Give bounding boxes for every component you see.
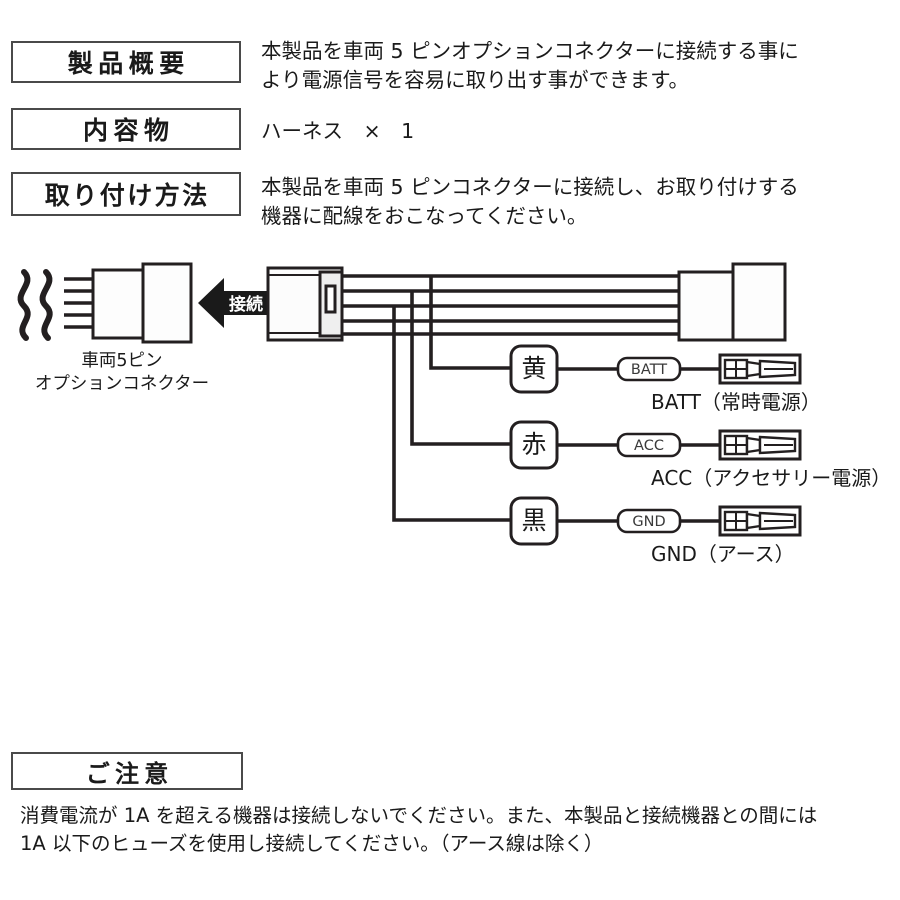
right-connector-housing-front — [731, 262, 787, 342]
terminal-taper — [745, 436, 762, 454]
harness-connector-latch — [324, 284, 337, 314]
terminal-caption-acc: ACC（アクセサリー電源） — [651, 466, 892, 490]
terminal-taper — [745, 360, 762, 378]
branch-row-acc: 赤 ACC — [509, 420, 802, 470]
terminal-connector-gnd — [718, 505, 802, 537]
harness-trunk-wires — [341, 274, 688, 336]
terminal-taper — [745, 512, 762, 530]
terminal-caption-batt: BATT（常時電源） — [651, 390, 821, 414]
section-heading-caution: ご注意 — [11, 752, 243, 790]
terminal-connector-acc — [718, 429, 802, 461]
branch-wire-black — [392, 306, 511, 522]
wiring-diagram-svg: 接続 — [17, 262, 802, 546]
wire-tag-label-batt: BATT — [631, 362, 667, 378]
cable-strand-icon — [17, 269, 31, 341]
wire-color-label-yellow: 黄 — [521, 354, 546, 383]
wire-tag-label-gnd: GND — [632, 514, 665, 530]
connector-housing-front — [141, 262, 193, 344]
wire-color-label-black: 黒 — [521, 506, 546, 535]
section-body-product-overview: 本製品を車両 5 ピンオプションコネクターに接続する事に より電源信号を容易に取… — [261, 39, 799, 93]
branch-row-gnd: 黒 GND — [509, 496, 802, 546]
section-body-caution: 消費電流が 1A を超える機器は接続しないでください。また、本製品と接続機器との… — [20, 804, 818, 856]
vehicle-connector-caption: 車両5ピン オプションコネクター — [34, 351, 210, 395]
section-body-contents: ハーネス × 1 — [261, 119, 415, 143]
vehicle-connector-graphic — [17, 262, 193, 344]
section-heading-product-overview: 製品概要 — [11, 41, 241, 83]
harness-left-connector — [266, 266, 344, 342]
section-body-installation: 本製品を車両 5 ピンコネクターに接続し、お取り付けする 機器に配線をおこなって… — [261, 175, 799, 229]
right-connector-housing-rear — [677, 270, 737, 342]
cable-strand-icon — [39, 269, 53, 341]
branch-wire-red — [410, 291, 511, 446]
connect-arrow: 接続 — [198, 278, 268, 328]
branch-wires — [392, 276, 511, 522]
section-heading-installation: 取り付け方法 — [11, 172, 241, 216]
branch-row-batt: 黄 BATT — [509, 344, 802, 394]
terminal-connector-batt — [718, 353, 802, 385]
section-heading-contents: 内容物 — [11, 108, 241, 150]
connect-arrow-label: 接続 — [229, 294, 263, 315]
branch-wire-yellow — [429, 276, 511, 370]
wiring-diagram: 接続 — [0, 250, 900, 690]
harness-right-connector — [677, 262, 787, 342]
arrow-left-icon — [198, 278, 268, 328]
terminal-caption-gnd: GND（アース） — [651, 542, 795, 566]
wire-color-label-red: 赤 — [521, 430, 546, 459]
connector-housing-rear — [91, 268, 147, 340]
wire-tag-label-acc: ACC — [634, 438, 664, 454]
